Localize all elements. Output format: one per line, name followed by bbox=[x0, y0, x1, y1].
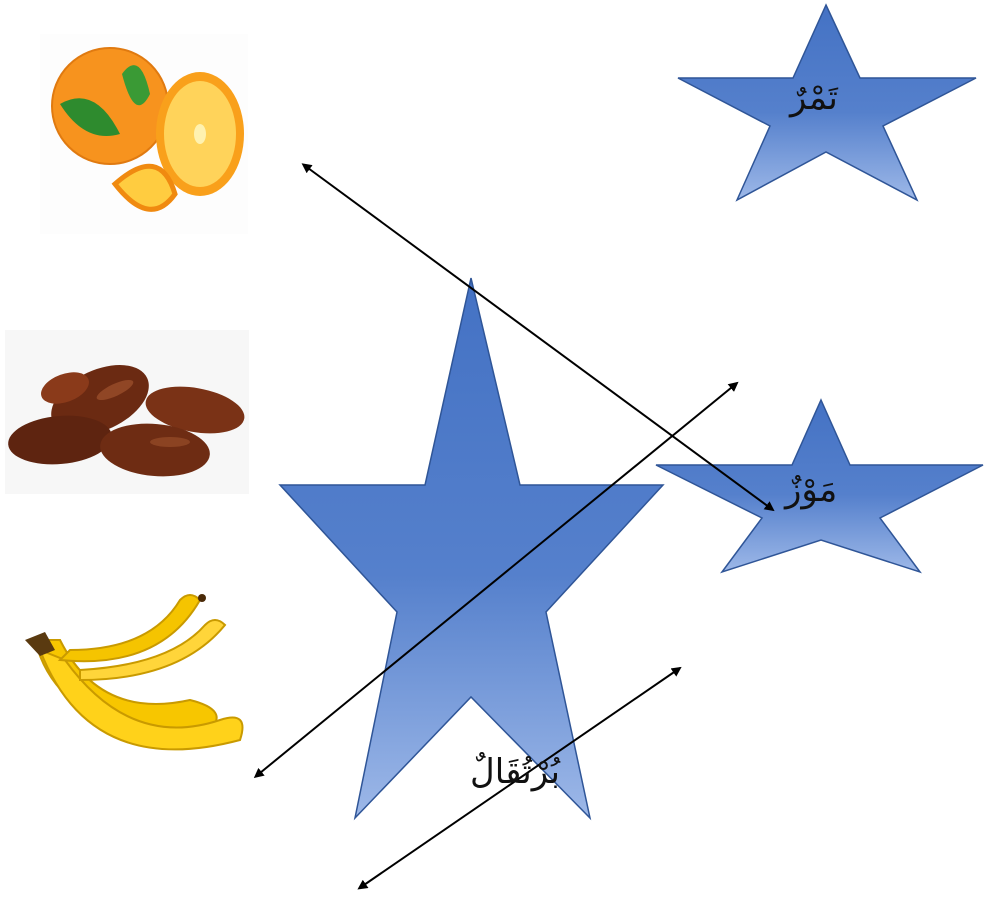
banana-image bbox=[20, 590, 248, 794]
word-tamr: تَمْرٌ bbox=[790, 78, 838, 118]
orange-icon bbox=[40, 34, 248, 234]
word-burtuqal: بُرْتُقَالٌ bbox=[470, 752, 560, 792]
dates-image bbox=[5, 330, 249, 494]
arrow-orange-to-mawz bbox=[308, 168, 773, 510]
banana-icon bbox=[20, 590, 248, 794]
word-mawz: مَوْزٌ bbox=[785, 470, 837, 510]
dates-icon bbox=[5, 330, 249, 494]
big-star-shape bbox=[280, 278, 663, 818]
orange-image bbox=[40, 34, 248, 234]
